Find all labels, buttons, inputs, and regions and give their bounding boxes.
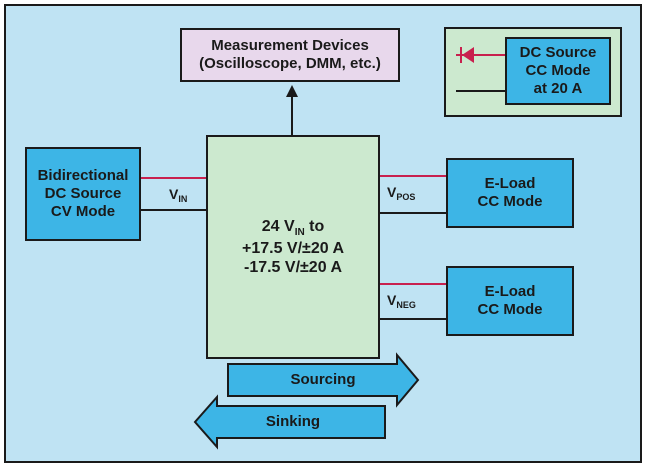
eload1-line-2: CC Mode bbox=[477, 193, 543, 210]
sourcing-label: Sourcing bbox=[290, 371, 356, 388]
converter-line-1: 24 VIN to bbox=[261, 217, 325, 238]
source-line-3: CV Mode bbox=[50, 203, 116, 220]
converter-box: 24 VIN to +17.5 V/±20 A -17.5 V/±20 A bbox=[206, 135, 380, 359]
converter-line-2: +17.5 V/±20 A bbox=[241, 239, 345, 257]
legend-line-2: CC Mode bbox=[525, 62, 591, 79]
vneg-label: VNEG bbox=[387, 292, 416, 310]
converter-line-3: -17.5 V/±20 A bbox=[243, 259, 342, 277]
vin-negative-wire bbox=[141, 209, 206, 211]
vneg-negative-wire bbox=[380, 318, 446, 320]
eload-positive-box: E-Load CC Mode bbox=[446, 158, 574, 228]
measurement-devices-box: Measurement Devices (Oscilloscope, DMM, … bbox=[180, 28, 400, 82]
eload2-line-2: CC Mode bbox=[477, 301, 543, 318]
vin-positive-wire bbox=[141, 177, 206, 179]
measurement-subtitle: (Oscilloscope, DMM, etc.) bbox=[199, 55, 381, 72]
arrow-up-icon bbox=[286, 85, 298, 135]
sinking-label: Sinking bbox=[265, 413, 321, 430]
vpos-label: VPOS bbox=[387, 184, 416, 202]
measurement-title: Measurement Devices bbox=[211, 37, 369, 54]
vpos-negative-wire bbox=[380, 212, 446, 214]
legend-line-3: at 20 A bbox=[533, 80, 583, 97]
vpos-positive-wire bbox=[380, 175, 446, 177]
vin-label: VIN bbox=[169, 186, 188, 204]
eload-negative-box: E-Load CC Mode bbox=[446, 266, 574, 336]
eload2-line-1: E-Load bbox=[484, 283, 536, 300]
source-line-2: DC Source bbox=[44, 185, 122, 202]
sinking-arrow bbox=[193, 394, 386, 450]
legend-dc-source-box: DC Source CC Mode at 20 A bbox=[505, 37, 611, 105]
source-line-1: Bidirectional bbox=[37, 167, 129, 184]
vneg-positive-wire bbox=[380, 283, 446, 285]
bidirectional-dc-source-box: Bidirectional DC Source CV Mode bbox=[25, 147, 141, 241]
eload1-line-1: E-Load bbox=[484, 175, 536, 192]
legend-line-1: DC Source bbox=[519, 44, 597, 61]
sourcing-arrow bbox=[227, 352, 420, 408]
diode-icon bbox=[456, 47, 505, 63]
